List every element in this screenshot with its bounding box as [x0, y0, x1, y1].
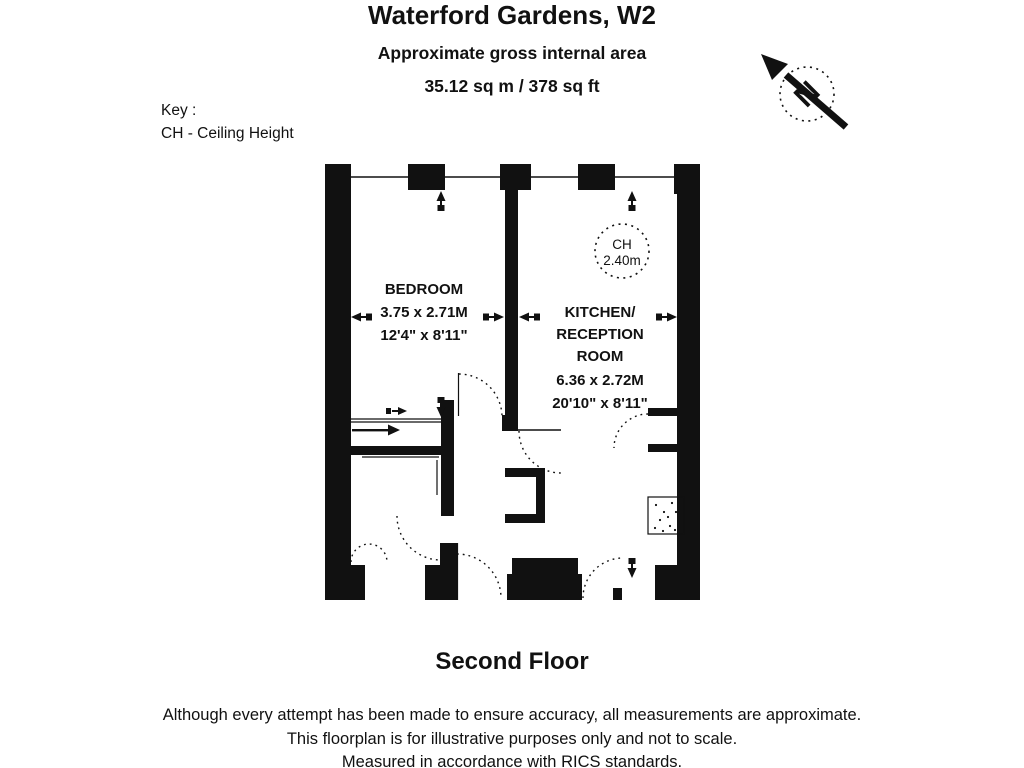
right-wall-footing: [655, 565, 700, 600]
kitchen-name-line3: ROOM: [577, 348, 624, 365]
bedroom-label: BEDROOM 3.75 x 2.71M 12'4" x 8'11": [380, 281, 468, 344]
bedroom-length-pin-bottom: [436, 397, 446, 417]
bedroom-door-arc: [458, 373, 503, 418]
kitchen-length-pin-top: [627, 191, 637, 211]
kitchen-imperial: 20'10" x 8'11": [552, 395, 648, 412]
ceiling-height-label: CH: [612, 237, 632, 252]
bottom-door-arc-left: [456, 553, 502, 599]
bottom-pier-2: [613, 588, 622, 600]
interior-walls: [345, 190, 678, 600]
kitchen-width-arrow-right: [656, 312, 677, 322]
entrance-stub-bottom: [648, 444, 678, 452]
north-arrow-circle: [779, 66, 835, 122]
gross-internal-area: 35.12 sq m / 378 sq ft: [424, 76, 600, 96]
kitchen-length-pin-bottom: [627, 558, 637, 578]
top-pier-1: [408, 164, 445, 190]
disclaimer-line-2: This floorplan is for illustrative purpo…: [286, 729, 738, 748]
outer-walls: [325, 164, 700, 600]
bedroom-imperial: 12'4" x 8'11": [380, 327, 467, 344]
top-pier-2: [500, 164, 531, 190]
kitchen-label: KITCHEN/ RECEPTION ROOM 6.36 x 2.72M 20'…: [552, 304, 648, 412]
bathroom-door-arc: [396, 515, 442, 561]
bedroom-name: BEDROOM: [385, 281, 463, 298]
disclaimer-line-1: Although every attempt has been made to …: [162, 706, 862, 724]
key-entry-ceiling-height: CH - Ceiling Height: [161, 125, 294, 142]
bathroom-right-wall: [441, 400, 454, 516]
recess-arrow: [386, 407, 407, 415]
entrance-stub-top: [648, 408, 678, 416]
north-arrow-shaft: [783, 72, 849, 130]
kitchen-name-line1: KITCHEN/: [565, 304, 637, 321]
kitchen-door-arc: [518, 430, 562, 474]
left-wall-footing: [325, 565, 365, 600]
bottom-segment: [512, 558, 578, 576]
ceiling-height-value: 2.40m: [603, 253, 641, 268]
fixtures: [362, 456, 685, 535]
kitchen-metric: 6.36 x 2.72M: [556, 372, 644, 389]
kitchen-name-line2: RECEPTION: [556, 326, 644, 343]
top-pier-3: [578, 164, 615, 190]
bottom-pier-1-stub: [440, 543, 458, 568]
dimension-arrows: [351, 191, 677, 578]
kitchen-door-stub: [502, 415, 518, 431]
key-legend: Key : CH - Ceiling Height: [161, 99, 294, 145]
cupboard-wall-top: [505, 468, 543, 477]
bathroom-small-arc: [350, 543, 388, 563]
kitchen-appliance-speckle: [653, 501, 678, 533]
central-dividing-wall: [505, 190, 518, 416]
north-arrow: N: [761, 54, 849, 130]
north-arrow-head: [761, 54, 788, 80]
bedroom-metric: 3.75 x 2.71M: [380, 304, 468, 321]
cupboard-wall-right: [536, 468, 545, 523]
entry-arrow: [352, 424, 400, 436]
ceiling-height-badge: CH 2.40m: [594, 223, 650, 279]
kitchen-appliance: [647, 496, 685, 535]
bedroom-south-wall: [345, 446, 446, 455]
entrance-door-arc: [613, 413, 649, 449]
subtitle: Approximate gross internal area: [377, 43, 647, 63]
door-swing-arcs: [350, 373, 649, 599]
kitchen-width-arrow-left: [519, 312, 540, 322]
bottom-pier-1: [425, 565, 458, 600]
key-label: Key :: [161, 102, 197, 119]
right-wall: [677, 164, 700, 600]
page-title: Waterford Gardens, W2: [368, 0, 656, 30]
bedroom-length-pin-top: [436, 191, 446, 211]
bedroom-width-arrow-right: [483, 312, 504, 322]
bedroom-width-arrow-left: [351, 312, 372, 322]
left-wall: [325, 164, 351, 600]
disclaimer: Although every attempt has been made to …: [0, 704, 1024, 768]
ceiling-height-circle: [594, 223, 650, 279]
bottom-door-arc-right: [582, 557, 623, 599]
bottom-segment-footing: [507, 574, 582, 600]
floor-label: Second Floor: [435, 648, 589, 675]
cupboard-wall-bottom: [505, 514, 543, 523]
disclaimer-line-3: Measured in accordance with RICS standar…: [341, 753, 683, 768]
